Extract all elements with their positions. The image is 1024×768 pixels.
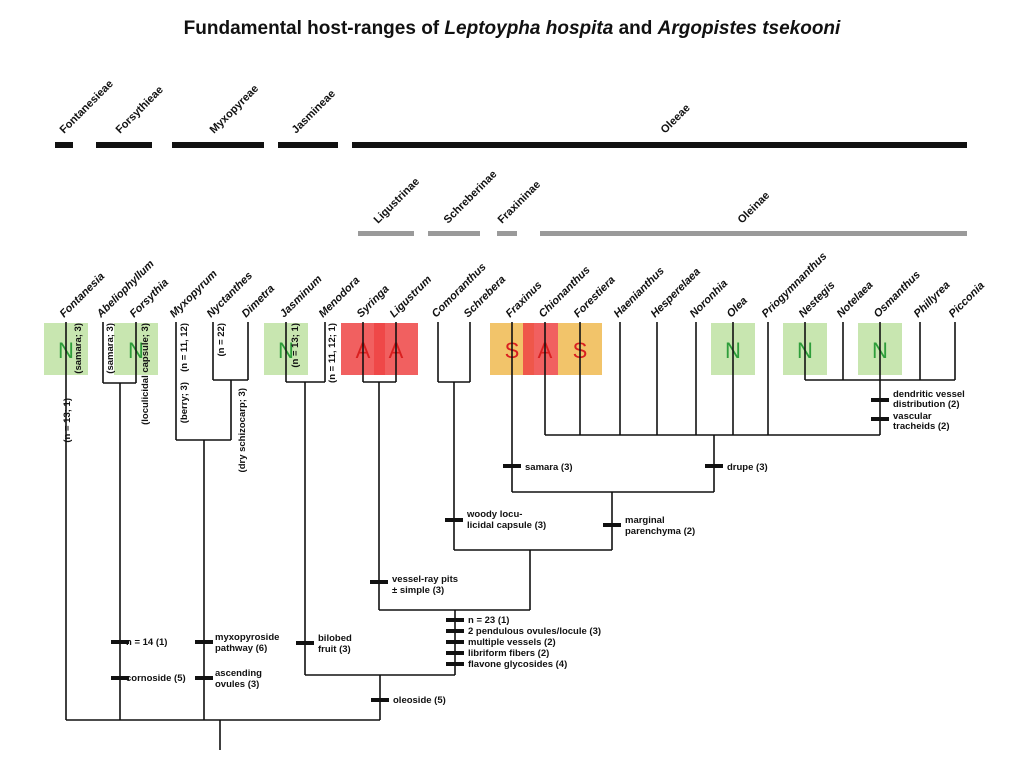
- character-label: oleoside (5): [393, 695, 446, 706]
- character-label: n = 23 (1): [468, 615, 509, 626]
- subtribe-labels: Ligustrinae Schreberinae Fraxininae Olei…: [372, 168, 773, 226]
- character-label: distribution (2): [893, 399, 960, 410]
- tree-branches: [65, 322, 956, 750]
- character-label: bilobed: [318, 633, 352, 644]
- title-joiner: and: [613, 18, 658, 39]
- character-label: ovules (3): [215, 679, 259, 690]
- tribe-label: Forsythieae: [114, 84, 166, 136]
- tribe-bar-fontanesieae: [55, 142, 73, 148]
- tribe-bar-myxopyreae: [172, 142, 264, 148]
- tip-note: (loculicidal capsule; 3): [140, 323, 151, 425]
- genus-label-abeliophyllum: Abeliophyllum: [94, 258, 157, 321]
- genus-label-olea: Olea: [725, 295, 750, 320]
- subtribe-label: Schreberinae: [442, 168, 500, 226]
- title-species-2: Argopistes tsekooni: [657, 18, 841, 39]
- tribe-bar-oleeae: [352, 142, 967, 148]
- genus-label-picconia: Picconia: [947, 280, 987, 320]
- subtribe-bar-schreberinae: [428, 231, 480, 236]
- character-labels: dendritic vessel distribution (2) vascul…: [126, 389, 965, 706]
- genus-label-syringa: Syringa: [355, 283, 392, 320]
- genus-label-priogymnanthus: Priogymnanthus: [760, 250, 830, 320]
- tribe-bar-forsythieae: [96, 142, 152, 148]
- subtribe-label: Oleinae: [736, 190, 773, 227]
- character-label: licidal capsule (3): [467, 520, 546, 531]
- genus-label-phillyrea: Phillyrea: [912, 279, 953, 320]
- tip-note: (n = 13; 1): [62, 398, 73, 443]
- character-label: vascular: [893, 411, 932, 422]
- subtribe-bars: [358, 231, 967, 236]
- character-label: dendritic vessel: [893, 389, 965, 400]
- genus-label-noronhia: Noronhia: [688, 277, 731, 320]
- tip-note: (n = 11, 12): [179, 323, 190, 372]
- tribe-bar-jasmineae: [278, 142, 338, 148]
- tip-note: (samara; 3): [73, 323, 84, 374]
- character-label: parenchyma (2): [625, 526, 695, 537]
- subtribe-bar-fraxininae: [497, 231, 517, 236]
- tribe-label: Oleeae: [659, 102, 693, 136]
- character-label: samara (3): [525, 462, 573, 473]
- character-label: cornoside (5): [126, 673, 186, 684]
- title-prefix: Fundamental host-ranges of: [183, 18, 445, 39]
- tip-note: (n = 13; 1): [290, 323, 301, 368]
- character-label: fruit (3): [318, 644, 351, 655]
- character-label: tracheids (2): [893, 421, 950, 432]
- character-label: myxopyroside: [215, 632, 279, 643]
- character-label: woody locu-: [466, 509, 522, 520]
- tip-note: (n = 11, 12; 1): [327, 323, 338, 383]
- character-ticks: [111, 398, 889, 702]
- character-label: libriform fibers (2): [468, 648, 549, 659]
- subtribe-label: Fraxininae: [496, 179, 543, 226]
- tip-note: (samara; 3): [105, 323, 116, 374]
- genus-label-ligustrum: Ligustrum: [388, 273, 435, 320]
- subtribe-label: Ligustrinae: [372, 176, 422, 226]
- tribe-bars: [55, 142, 967, 148]
- tribe-label: Jasmineae: [290, 88, 338, 136]
- genus-labels: FontanesiaAbeliophyllumForsythiaMyxopyru…: [58, 250, 987, 321]
- subtribe-bar-ligustrinae: [358, 231, 414, 236]
- tip-note: (n = 22): [216, 323, 227, 357]
- character-label: flavone glycosides (4): [468, 659, 567, 670]
- character-label: multiple vessels (2): [468, 637, 556, 648]
- character-label: n = 14 (1): [126, 637, 167, 648]
- tribe-labels: Fontanesieae Forsythieae Myxopyreae Jasm…: [58, 78, 693, 136]
- tip-note: (dry schizocarp; 3): [237, 388, 248, 472]
- tribe-label: Myxopyreae: [208, 83, 261, 136]
- tip-note: (berry; 3): [179, 382, 190, 423]
- character-label: drupe (3): [727, 462, 768, 473]
- character-label: ± simple (3): [392, 585, 444, 596]
- character-label: pathway (6): [215, 643, 267, 654]
- genus-label-dimetra: Dimetra: [240, 283, 277, 320]
- genus-label-notelaea: Notelaea: [835, 279, 876, 320]
- tip-notes: (n = 13; 1) (samara; 3) (samara; 3) (loc…: [62, 323, 338, 472]
- character-label: marginal: [625, 515, 665, 526]
- tribe-label: Fontanesieae: [58, 78, 116, 136]
- figure-title: Fundamental host-ranges of Leptoypha hos…: [0, 18, 1024, 40]
- subtribe-bar-oleinae: [540, 231, 967, 236]
- character-label: ascending: [215, 668, 262, 679]
- character-label: vessel-ray pits: [392, 574, 458, 585]
- title-species-1: Leptoypha hospita: [444, 18, 614, 39]
- character-label: 2 pendulous ovules/locule (3): [468, 626, 601, 637]
- genus-label-comoranthus: Comoranthus: [430, 261, 489, 320]
